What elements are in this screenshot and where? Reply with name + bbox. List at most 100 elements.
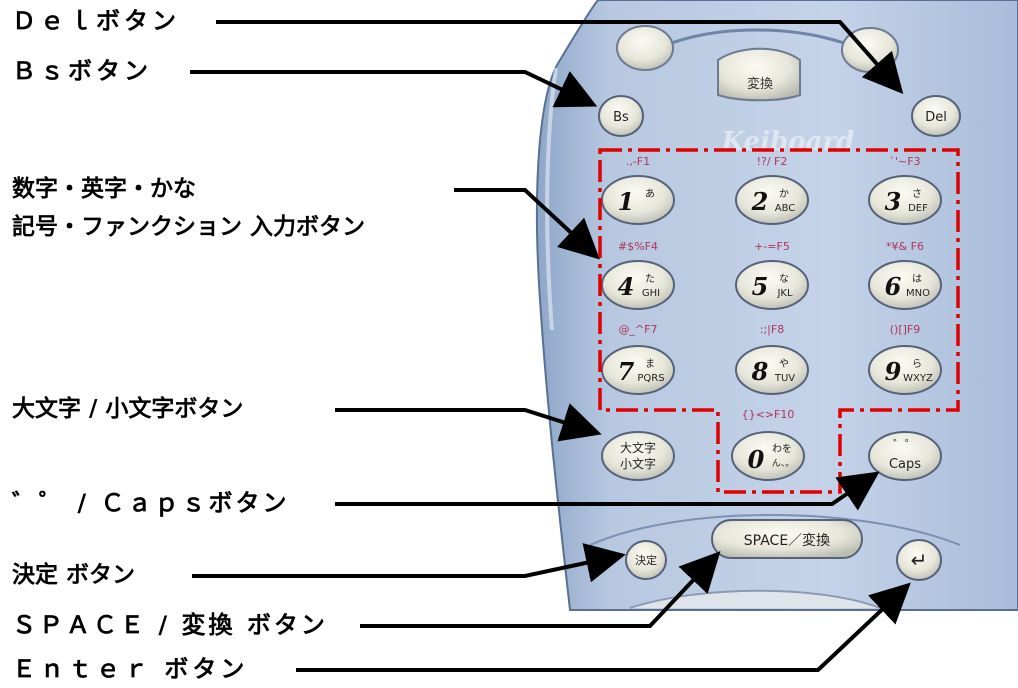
number-key-cap [735, 175, 809, 225]
func-label-f3: `'~F3 [889, 155, 920, 168]
number-key-letters: ABC [775, 203, 796, 214]
bs-key[interactable]: Bs [598, 95, 644, 137]
caps-button-label: ゛゜ / Ｃａｐｓボタン [12, 489, 290, 517]
kettei-key[interactable]: 決定 [625, 540, 667, 580]
number-key-cap [868, 260, 942, 310]
number-key-kana: な [779, 273, 789, 285]
func-label-f2: !?/ F2 [757, 155, 788, 168]
number-key-letters: GHI [642, 288, 660, 299]
number-key-digit: 1 [618, 187, 635, 216]
number-key-letters: TUV [774, 373, 795, 384]
number-key-digit: 4 [618, 272, 635, 301]
func-label-f6: *¥& F6 [886, 240, 924, 253]
space-button-label: ＳＰＡＣＥ / 変換 ボタン [12, 611, 328, 639]
number-key-digit: 8 [751, 357, 769, 386]
case-key-bottom-label: 小文字 [620, 456, 656, 471]
number-key-cap [735, 260, 809, 310]
enter-leader-line [296, 582, 911, 672]
enter-key-icon: ↵ [911, 548, 928, 572]
enter-key[interactable]: ↵ [896, 539, 942, 581]
kettei-leader-line [192, 543, 626, 583]
number-key-digit: 7 [618, 357, 635, 386]
input-label-line1: 数字・英字・かな [12, 176, 196, 202]
number-key-kana: さ [912, 188, 922, 200]
func-label-f4: #$%F4 [618, 240, 658, 253]
number-key-letters: MNO [906, 288, 930, 299]
number-key-letters: WXYZ [903, 373, 933, 384]
number-key-kana: は [912, 273, 922, 285]
caps-key-label: Caps [889, 457, 921, 472]
number-key-digit: 2 [751, 187, 769, 216]
func-label-f1: .,-F1 [626, 155, 650, 168]
case-key-top-label: 大文字 [620, 440, 656, 455]
number-key-digit: 5 [752, 272, 769, 301]
enter-button-label: Ｅｎｔｅｒ ボタン [12, 655, 249, 683]
caps-key[interactable]: ゛゜ Caps [868, 431, 942, 481]
number-key-cap [868, 345, 942, 395]
space-leader-line [360, 551, 721, 628]
top-keys: 変換 [616, 25, 899, 102]
kettei-key-label: 決定 [635, 553, 657, 567]
number-key-cap [601, 175, 675, 225]
number-key-kana: か [779, 188, 789, 200]
number-key-kana: ま [645, 358, 655, 370]
func-label-f8: :;|F8 [760, 323, 784, 336]
number-key-cap [868, 175, 942, 225]
henkan-top-key[interactable] [717, 47, 801, 102]
number-key-kana: あ [645, 188, 655, 200]
number-key-cap [735, 345, 809, 395]
number-key-letters: JKL [776, 288, 793, 299]
number-key-digit: 3 [885, 187, 902, 216]
input-label-line2: 記号・ファンクション 入力ボタン [12, 214, 366, 240]
number-key-letters: PQRS [637, 373, 664, 384]
zero-key-kana-top: わを [772, 443, 792, 455]
number-key-digit: 9 [885, 357, 902, 386]
case-key[interactable]: 大文字 小文字 [601, 431, 675, 481]
func-label-f7: @_^F7 [618, 323, 657, 336]
brand-watermark: Keiboard [721, 127, 855, 157]
number-key-kana: ら [912, 358, 922, 370]
zero-key[interactable]: 0 わを ん、。 [731, 431, 805, 481]
case-button-label: 大文字 / 小文字ボタン [12, 396, 244, 422]
function-labels: .,-F1 !?/ F2 `'~F3 #$%F4 +-=F5 *¥& F6 @_… [618, 155, 924, 421]
bs-button-label: Ｂｓボタン [12, 57, 152, 85]
space-key-label: SPACE／変換 [744, 532, 830, 549]
number-key-letters: DEF [908, 203, 928, 214]
bs-leader-line [190, 70, 598, 108]
func-label-f5: +-=F5 [754, 240, 790, 253]
caps-leader-line [335, 471, 880, 511]
func-label-f10: {}<>F10 [742, 408, 795, 421]
number-key-digit: 6 [885, 272, 902, 301]
number-key-cap [601, 345, 675, 395]
del-key-label: Del [925, 110, 947, 125]
number-key-kana: た [645, 273, 655, 285]
zero-key-num: 0 [748, 445, 765, 474]
henkan-top-label: 変換 [747, 76, 773, 92]
kettei-button-label: 決定 ボタン [12, 562, 136, 588]
input-leader-line [454, 188, 600, 260]
zero-key-kana-bottom: ん、。 [772, 458, 795, 469]
leader-lines [190, 20, 911, 672]
del-button-label: Ｄｅｌボタン [12, 7, 180, 35]
bs-key-label: Bs [613, 110, 629, 125]
func-label-f9: ()[]F9 [890, 323, 921, 336]
caps-key-dakuten-label: ゛゜ [893, 438, 917, 452]
space-key[interactable]: SPACE／変換 [711, 519, 863, 559]
del-key[interactable]: Del [911, 95, 961, 137]
number-key-cap [601, 260, 675, 310]
case-leader-line [335, 403, 602, 442]
nav-left-key[interactable] [616, 25, 674, 71]
del-leader-line [216, 20, 904, 95]
